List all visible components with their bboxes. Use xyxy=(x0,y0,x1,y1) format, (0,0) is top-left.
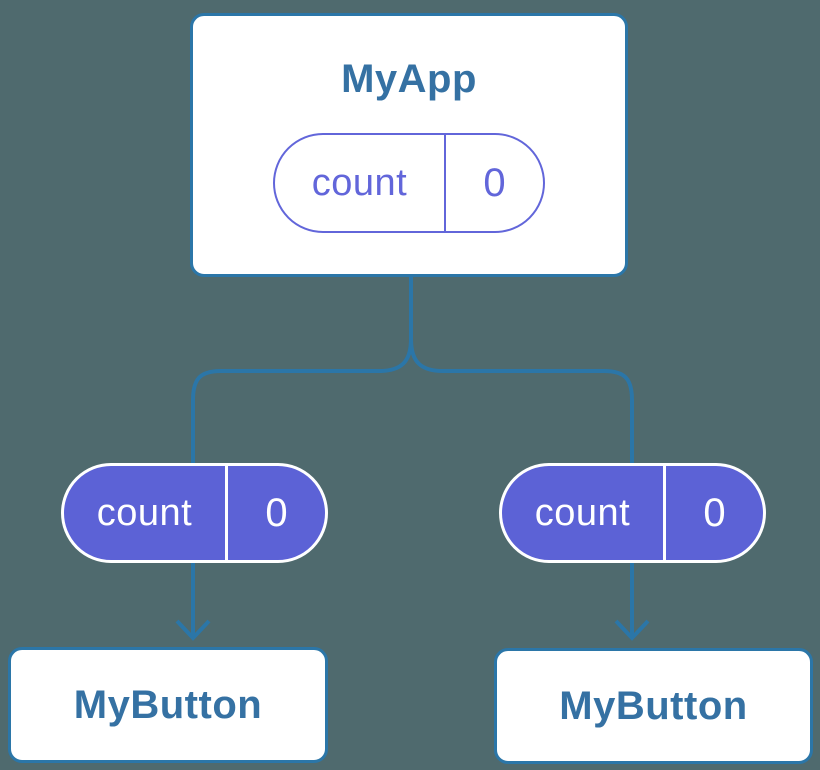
connector-branch-left xyxy=(191,338,413,636)
arrowhead-right-icon xyxy=(614,619,650,641)
node-mybutton-right: MyButton xyxy=(494,648,813,764)
node-myapp-title: MyApp xyxy=(341,57,477,101)
arrowhead-left-icon xyxy=(175,619,211,641)
prop-pill-key: count xyxy=(64,466,228,560)
prop-pill-key: count xyxy=(502,466,666,560)
state-pill-key: count xyxy=(275,135,446,231)
node-mybutton-title: MyButton xyxy=(73,683,263,727)
state-pill-myapp: count 0 xyxy=(273,133,545,233)
node-myapp: MyApp count 0 xyxy=(190,13,628,277)
prop-pill-value: 0 xyxy=(265,490,288,535)
prop-pill-value: 0 xyxy=(703,490,726,535)
prop-pill-right: count 0 xyxy=(499,463,766,563)
state-pill-value: 0 xyxy=(483,160,506,205)
node-mybutton-left: MyButton xyxy=(8,647,328,763)
prop-pill-left: count 0 xyxy=(61,463,328,563)
node-mybutton-title: MyButton xyxy=(559,684,748,728)
connector-branch-right xyxy=(409,338,634,636)
